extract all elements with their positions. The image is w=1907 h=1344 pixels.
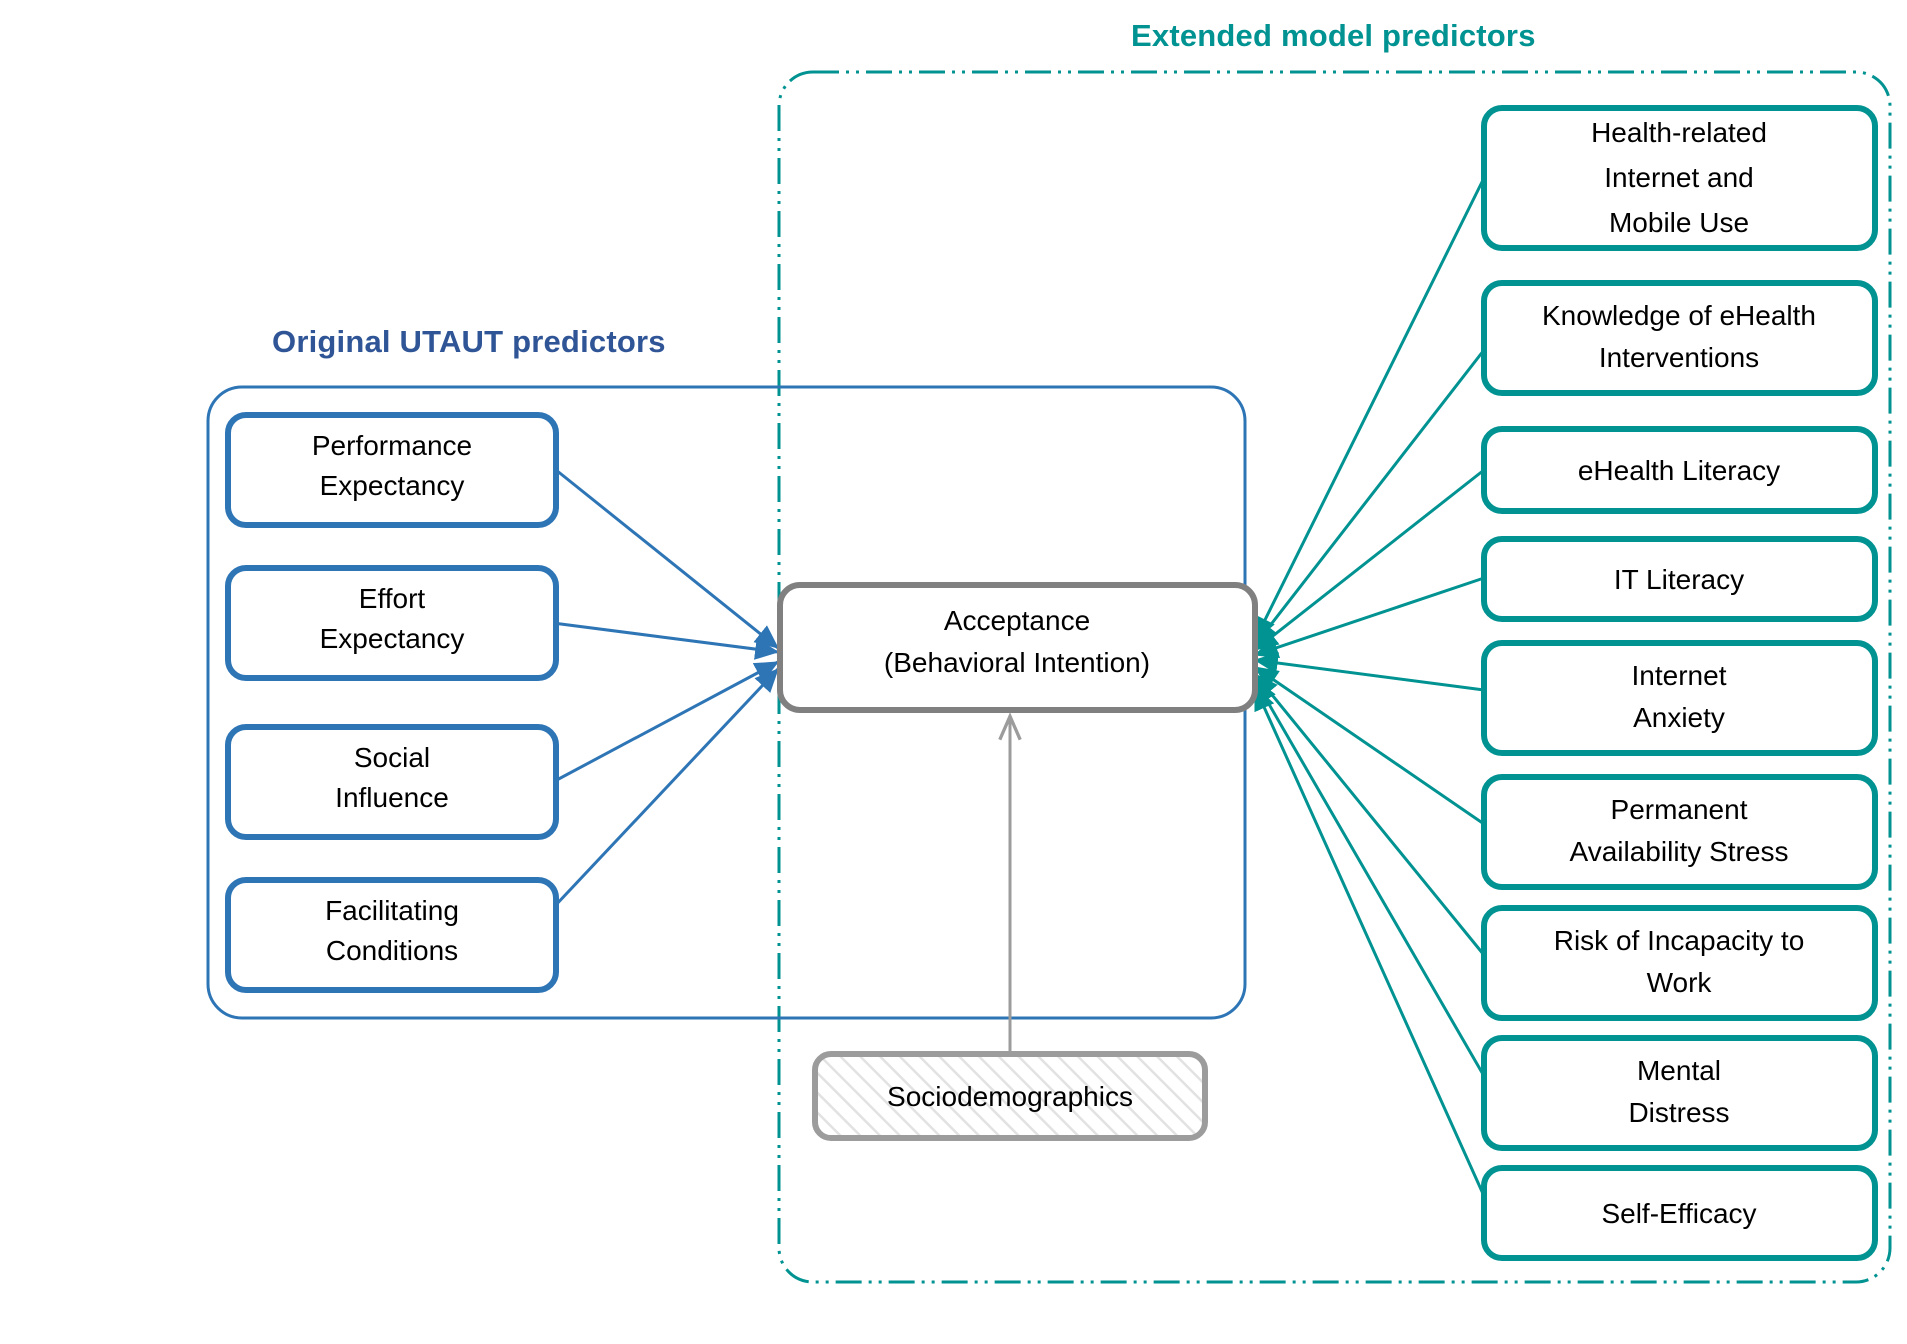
edge-performance-expectancy — [555, 468, 779, 650]
it-literacy-box[interactable] — [1481, 536, 1878, 622]
edge-health-related-internet-and-mobile-use — [1253, 177, 1486, 642]
performance-expectancy-line-1: Performance — [312, 430, 472, 461]
internet-anxiety-line-2: Anxiety — [1633, 702, 1725, 733]
node-permanent-availability-stress[interactable]: Permanent Availability Stress — [1481, 774, 1878, 890]
node-risk-of-incapacity-to-work[interactable]: Risk of Incapacity to Work — [1481, 905, 1878, 1021]
utaut-connectors — [551, 468, 780, 910]
edge-knowledge-of-ehealth-interventions — [1253, 349, 1486, 646]
node-internet-anxiety[interactable]: Internet Anxiety — [1481, 640, 1878, 756]
node-acceptance[interactable]: Acceptance (Behavioral Intention) — [777, 582, 1258, 713]
edge-self-efficacy — [1253, 685, 1486, 1197]
facilitating-conditions-box[interactable] — [225, 877, 559, 993]
sociodemographics-box[interactable] — [812, 1051, 1208, 1141]
utaut-group-title: Original UTAUT predictors — [272, 324, 666, 359]
mental-distress-line-2: Distress — [1628, 1097, 1729, 1128]
acceptance-line-1: Acceptance — [944, 605, 1090, 636]
facilitating-conditions-line-1: Facilitating — [325, 895, 459, 926]
sociodemographics-label: Sociodemographics — [887, 1081, 1133, 1112]
extended-connectors — [1253, 177, 1486, 1197]
effort-expectancy-line-2: Expectancy — [320, 623, 465, 654]
node-facilitating-conditions[interactable]: Facilitating Conditions — [225, 877, 559, 993]
node-social-influence[interactable]: Social Influence — [225, 724, 559, 840]
health-related-internet-and-mobile-use-box[interactable] — [1481, 105, 1878, 251]
edge-social-influence — [552, 660, 780, 784]
acceptance-box[interactable] — [777, 582, 1258, 713]
node-self-efficacy[interactable]: Self-Efficacy — [1481, 1165, 1878, 1261]
node-health-related-internet-and-mobile-use[interactable]: Health-related Internet and Mobile Use — [1481, 105, 1878, 251]
risk-of-incapacity-to-work-line-2: Work — [1647, 967, 1713, 998]
edge-it-literacy — [1253, 576, 1485, 658]
extended-group-title: Extended model predictors — [1131, 18, 1536, 53]
ehealth-literacy-box[interactable] — [1481, 426, 1878, 514]
edge-effort-expectancy — [552, 621, 780, 660]
node-effort-expectancy[interactable]: Effort Expectancy — [225, 565, 559, 681]
knowledge-of-ehealth-interventions-line-1: Knowledge of eHealth — [1542, 300, 1816, 331]
edge-facilitating-conditions — [551, 667, 780, 910]
node-performance-expectancy[interactable]: Performance Expectancy — [225, 412, 559, 528]
mental-distress-box[interactable] — [1481, 1035, 1878, 1151]
acceptance-line-2: (Behavioral Intention) — [884, 647, 1150, 678]
node-knowledge-of-ehealth-interventions[interactable]: Knowledge of eHealth Interventions — [1481, 280, 1878, 396]
self-efficacy-label: Self-Efficacy — [1601, 1198, 1756, 1229]
social-influence-line-1: Social — [354, 742, 430, 773]
edge-ehealth-literacy — [1254, 468, 1485, 652]
risk-of-incapacity-to-work-line-1: Risk of Incapacity to — [1554, 925, 1805, 956]
effort-expectancy-line-1: Effort — [359, 583, 426, 614]
knowledge-of-ehealth-interventions-box[interactable] — [1481, 280, 1878, 396]
node-sociodemographics[interactable]: Sociodemographics — [812, 1051, 1208, 1141]
edge-mental-distress — [1253, 678, 1486, 1077]
ehealth-literacy-label: eHealth Literacy — [1578, 455, 1780, 486]
performance-expectancy-line-2: Expectancy — [320, 470, 465, 501]
health-related-internet-and-mobile-use-line-3: Mobile Use — [1609, 207, 1749, 238]
health-related-internet-and-mobile-use-line-2: Internet and — [1604, 162, 1753, 193]
permanent-availability-stress-line-1: Permanent — [1611, 794, 1748, 825]
social-influence-box[interactable] — [225, 724, 559, 840]
self-efficacy-box[interactable] — [1481, 1165, 1878, 1261]
extended-model-container — [777, 70, 1892, 1284]
internet-anxiety-line-1: Internet — [1632, 660, 1727, 691]
internet-anxiety-box[interactable] — [1481, 640, 1878, 756]
mental-distress-line-1: Mental — [1637, 1055, 1721, 1086]
node-it-literacy[interactable]: IT Literacy — [1481, 536, 1878, 622]
facilitating-conditions-line-2: Conditions — [326, 935, 458, 966]
risk-of-incapacity-to-work-box[interactable] — [1481, 905, 1878, 1021]
health-related-internet-and-mobile-use-line-1: Health-related — [1591, 117, 1767, 148]
node-mental-distress[interactable]: Mental Distress — [1481, 1035, 1878, 1151]
edge-internet-anxiety — [1253, 652, 1485, 692]
permanent-availability-stress-box[interactable] — [1481, 774, 1878, 890]
edge-risk-of-incapacity-to-work — [1253, 673, 1486, 956]
knowledge-of-ehealth-interventions-line-2: Interventions — [1599, 342, 1759, 373]
node-ehealth-literacy[interactable]: eHealth Literacy — [1481, 426, 1878, 514]
effort-expectancy-box[interactable] — [225, 565, 559, 681]
performance-expectancy-box[interactable] — [225, 412, 559, 528]
permanent-availability-stress-line-2: Availability Stress — [1570, 836, 1789, 867]
it-literacy-label: IT Literacy — [1614, 564, 1744, 595]
social-influence-line-2: Influence — [335, 782, 449, 813]
edge-permanent-availability-stress — [1254, 665, 1485, 826]
